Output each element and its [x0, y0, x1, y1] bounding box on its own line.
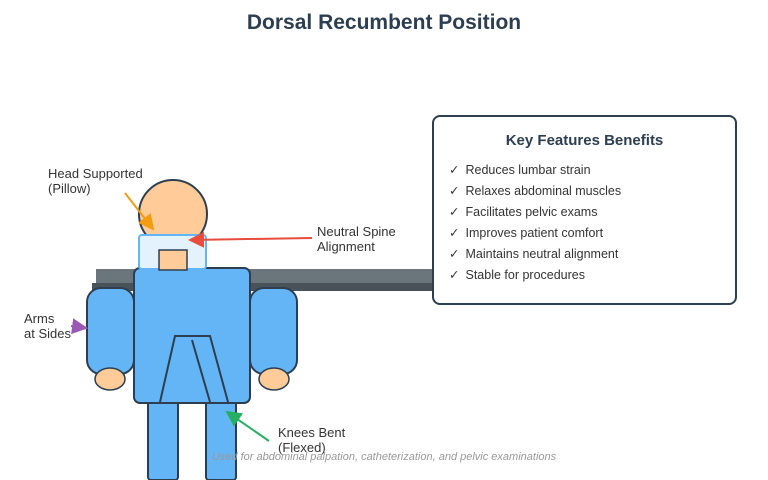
spine-label-line1: Neutral Spine: [317, 224, 396, 239]
diagram-title: Dorsal Recumbent Position: [246, 11, 522, 34]
spine-arrow: [188, 231, 313, 248]
right-arm: [249, 287, 298, 375]
check-icon: ✓: [449, 268, 460, 282]
knees-label-line2: (Flexed): [278, 440, 326, 455]
right-hand: [258, 367, 290, 391]
spine-label-line2: Alignment: [317, 239, 375, 254]
features-list: ✓ Reduces lumbar strain ✓ Relaxes abdomina…: [449, 163, 621, 289]
check-icon: ✓: [449, 226, 460, 240]
check-icon: ✓: [449, 184, 460, 198]
knees-label-line1: Knees Bent: [278, 425, 346, 440]
bent-knee-right: [192, 335, 229, 403]
feature-text: Maintains neutral alignment: [465, 247, 619, 261]
feature-item: ✓ Stable for procedures: [449, 268, 621, 289]
knees-label: Knees Bent (Flexed): [278, 425, 345, 455]
thigh-divider: [191, 339, 211, 403]
feature-text: Stable for procedures: [465, 268, 585, 282]
spine-label: Neutral Spine Alignment: [317, 224, 396, 254]
head-label-line1: Head Supported: [48, 166, 143, 181]
feature-text: Reduces lumbar strain: [465, 163, 591, 177]
check-icon: ✓: [449, 163, 460, 177]
caption: Used for abdominal palpation, catheteriz…: [211, 451, 557, 463]
arms-arrow: [70, 318, 88, 335]
left-arm: [86, 287, 135, 375]
head-arrow: [124, 192, 155, 231]
knees-arrow: [225, 410, 270, 442]
feature-item: ✓ Improves patient comfort: [449, 226, 621, 247]
bent-knee-left: [159, 335, 192, 403]
check-icon: ✓: [449, 247, 460, 261]
feature-item: ✓ Reduces lumbar strain: [449, 163, 621, 184]
feature-text: Improves patient comfort: [465, 226, 604, 240]
arms-label-line1: Arms: [24, 311, 55, 326]
left-hand: [94, 367, 126, 391]
feature-item: ✓ Maintains neutral alignment: [449, 247, 621, 268]
arms-label: Arms at Sides: [24, 311, 71, 341]
head-label-line2: (Pillow): [48, 181, 91, 196]
key-features-panel: Key Features Benefits ✓ Reduces lumbar st…: [432, 115, 737, 305]
neck: [158, 249, 188, 271]
feature-text: Relaxes abdominal muscles: [465, 184, 622, 198]
feature-item: ✓ Relaxes abdominal muscles: [449, 184, 621, 205]
right-leg: [205, 399, 237, 480]
head-label: Head Supported (Pillow): [48, 166, 143, 196]
feature-item: ✓ Facilitates pelvic exams: [449, 205, 621, 226]
panel-title: Key Features Benefits: [505, 132, 664, 149]
feature-text: Facilitates pelvic exams: [465, 205, 598, 219]
left-leg: [147, 399, 179, 480]
check-icon: ✓: [449, 205, 460, 219]
arms-label-line2: at Sides: [24, 326, 71, 341]
